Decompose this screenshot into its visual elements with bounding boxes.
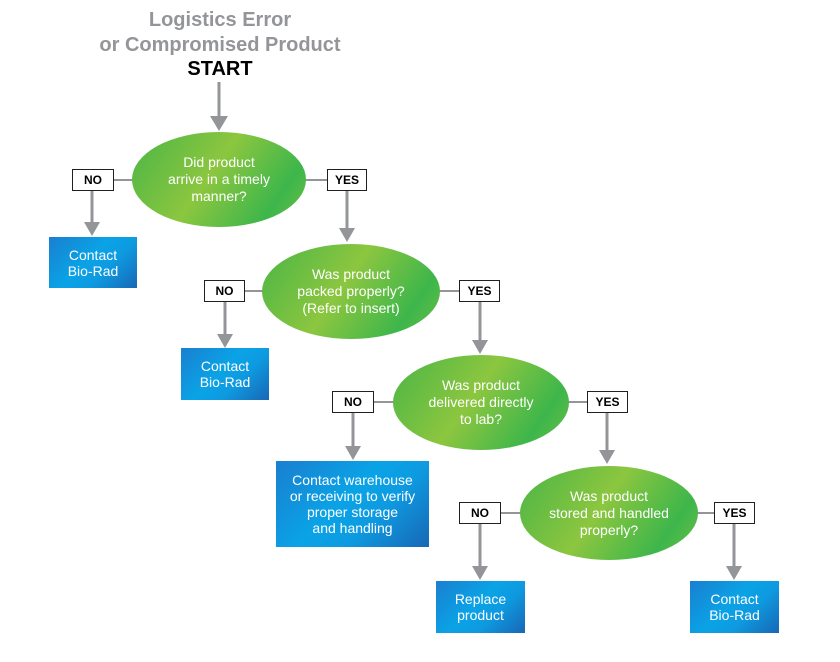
decision-q3-text: Was product delivered directly to lab? bbox=[428, 377, 534, 427]
decision-q3: Was product delivered directly to lab? bbox=[393, 355, 569, 450]
action-contact-warehouse: Contact warehouse or receiving to verify… bbox=[276, 461, 429, 547]
arrowhead-q1-yes bbox=[339, 228, 355, 242]
decision-q1-text: Did product arrive in a timely manner? bbox=[168, 154, 270, 204]
arrowhead-q4-no bbox=[472, 566, 488, 580]
action-contact-biorad-1: Contact Bio-Rad bbox=[49, 237, 137, 288]
label-q1-no: NO bbox=[72, 169, 114, 191]
decision-q2-text: Was product packed properly? (Refer to i… bbox=[297, 266, 405, 316]
arrowhead-q2-no bbox=[217, 334, 233, 348]
arrowhead-q1-no bbox=[84, 222, 100, 236]
start-label: START bbox=[187, 58, 253, 80]
label-q1-yes: YES bbox=[327, 169, 367, 191]
action-contact-biorad-3: Contact Bio-Rad bbox=[690, 581, 779, 633]
arrowhead-start bbox=[210, 116, 228, 131]
action-replace-product: Replace product bbox=[436, 581, 525, 633]
label-q4-no: NO bbox=[459, 502, 501, 524]
title-line-2: or Compromised Product bbox=[99, 34, 341, 56]
decision-q2: Was product packed properly? (Refer to i… bbox=[262, 244, 440, 339]
decision-q4: Was product stored and handled properly? bbox=[520, 466, 698, 560]
action-contact-biorad-2: Contact Bio-Rad bbox=[181, 348, 269, 400]
action-a3-text: Contact warehouse or receiving to verify… bbox=[289, 472, 416, 536]
label-q4-yes: YES bbox=[714, 502, 755, 524]
arrowhead-q3-no bbox=[345, 446, 361, 460]
action-a5-text: Contact Bio-Rad bbox=[709, 591, 760, 623]
action-a4-text: Replace product bbox=[454, 591, 507, 623]
label-q3-yes: YES bbox=[587, 391, 628, 413]
label-q2-yes: YES bbox=[459, 280, 500, 302]
label-q2-no: NO bbox=[204, 280, 245, 302]
arrowhead-q4-yes bbox=[726, 566, 742, 580]
label-q3-no: NO bbox=[332, 391, 374, 413]
decision-q4-text: Was product stored and handled properly? bbox=[549, 487, 669, 538]
arrowhead-q2-yes bbox=[472, 340, 488, 354]
action-a2-text: Contact Bio-Rad bbox=[199, 358, 251, 390]
arrowhead-q3-yes bbox=[599, 450, 615, 464]
action-a1-text: Contact Bio-Rad bbox=[67, 246, 119, 279]
title-line-1: Logistics Error bbox=[148, 9, 292, 31]
decision-q1: Did product arrive in a timely manner? bbox=[132, 132, 306, 227]
